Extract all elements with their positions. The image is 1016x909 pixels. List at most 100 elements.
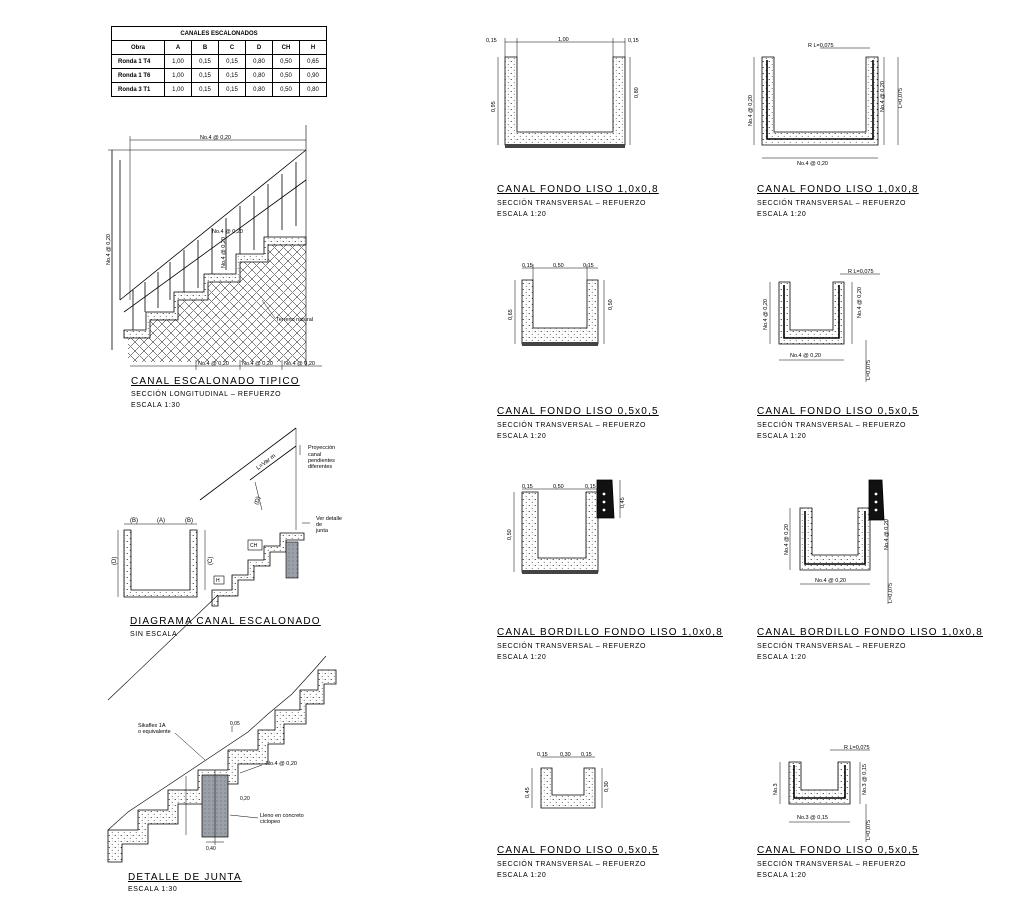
note-label: Ver detalle: [316, 516, 342, 522]
dim-label: 0,15: [581, 752, 592, 758]
dim-label: (C): [208, 557, 214, 565]
dim-label: 0,30: [604, 781, 610, 792]
dim-label: 1,00: [558, 37, 569, 43]
junta-title: DETALLE DE JUNTA: [128, 872, 242, 883]
dim-label: No.4 @ 0,20: [106, 234, 112, 265]
dim-label: 0,15: [486, 38, 497, 44]
dim-label: (B): [185, 518, 193, 524]
dim-label: 0,95: [491, 101, 497, 112]
note-label: Sikaflex 1A: [138, 723, 166, 729]
table-row: Ronda 3 T1 1,00 0,15 0,15 0,80 0,50 0,80: [111, 82, 327, 97]
dim-label: R L=0,075: [844, 745, 870, 751]
dim-label: CH: [250, 543, 258, 549]
dim-label: L=0,075: [888, 583, 894, 603]
section-5-scale: ESCALA 1:20: [497, 654, 547, 661]
dim-label: 0,15: [585, 484, 596, 490]
dim-label: H: [216, 578, 220, 584]
section-8-title: CANAL FONDO LISO 0,5x0,5: [757, 845, 919, 856]
section-7-scale: ESCALA 1:20: [497, 872, 547, 879]
table-cell: 0,80: [299, 82, 327, 97]
dim-label: No.4 @ 0,20: [790, 353, 821, 359]
dim-label: No.4 @ 0,20: [884, 519, 890, 550]
section-3-drawing: [514, 264, 605, 346]
note-label: diferentes: [308, 464, 332, 470]
section-4-subtitle: SECCIÓN TRANSVERSAL – REFUERZO: [757, 422, 907, 429]
dim-label: 0,30: [560, 752, 571, 758]
dim-label: 0,50: [507, 529, 513, 540]
dim-label: (D): [112, 557, 118, 565]
section-2-scale: ESCALA 1:20: [757, 211, 807, 218]
diagrama-drawing: [117, 427, 310, 607]
note-label: Proyección: [308, 445, 335, 451]
note-label: pendientes: [308, 458, 335, 464]
section-6-drawing: [789, 479, 889, 604]
dim-label: (D): [254, 496, 262, 506]
dim-label: No.4 @ 0,20: [815, 578, 846, 584]
dim-label: R L=0,075: [848, 269, 874, 275]
dim-label: 0,20: [240, 796, 250, 802]
section-6-scale: ESCALA 1:20: [757, 654, 807, 661]
dim-label: No.4 @ 0,20: [198, 361, 229, 367]
escalonado-longitudinal-drawing: [108, 125, 322, 370]
section-3-title: CANAL FONDO LISO 0,5x0,5: [497, 406, 659, 417]
section-7-subtitle: SECCIÓN TRANSVERSAL – REFUERZO: [497, 861, 647, 868]
dim-label: No.4 @ 0,20: [242, 361, 273, 367]
section-8-subtitle: SECCIÓN TRANSVERSAL – REFUERZO: [757, 861, 907, 868]
section-1-drawing: [497, 38, 631, 148]
dim-label: No.4 @ 0,20: [797, 161, 828, 167]
note-label: Lleno en concreto: [260, 813, 304, 819]
section-1-scale: ESCALA 1:20: [497, 211, 547, 218]
diagrama-scale: SIN ESCALA: [130, 631, 178, 638]
dim-label: 0,65: [508, 309, 514, 320]
section-5-drawing: [513, 479, 621, 574]
section-2-drawing: [753, 47, 899, 159]
dim-label: R L=0,075: [808, 43, 834, 49]
section-6-title: CANAL BORDILLO FONDO LISO 1,0x0,8: [757, 627, 983, 638]
note-label: canal: [308, 452, 321, 458]
dim-label: 0,15: [522, 263, 533, 269]
note-label: o equivalente: [138, 729, 171, 735]
dim-label: 0,80: [634, 87, 640, 98]
dim-label: 0,15: [628, 38, 639, 44]
section-4-scale: ESCALA 1:20: [757, 433, 807, 440]
escalonado-scale: ESCALA 1:30: [131, 402, 181, 409]
diagrama-title: DIAGRAMA CANAL ESCALONADO: [130, 616, 321, 627]
canales-table: CANALES ESCALONADOS Obra A B C D CH H Ro…: [111, 26, 327, 97]
dim-label: No.4 @ 0,20: [748, 95, 754, 126]
section-1-title: CANAL FONDO LISO 1,0x0,8: [497, 184, 659, 195]
dim-label: 0,50: [553, 263, 564, 269]
dim-label: No.3: [773, 783, 779, 795]
dim-label: 0,15: [537, 752, 548, 758]
dim-label: No.4 @ 0,20: [784, 524, 790, 555]
dim-label: 0,45: [620, 497, 626, 508]
table-header-row: Obra A B C D CH H: [111, 40, 327, 55]
dim-label: 0,05: [230, 721, 240, 727]
escalonado-title: CANAL ESCALONADO TIPICO: [131, 376, 300, 387]
dim-label: No.4 @ 0,20: [212, 229, 243, 235]
dim-label: L=0,075: [898, 88, 904, 108]
note-label: de: [316, 522, 322, 528]
junta-scale: ESCALA 1:30: [128, 886, 178, 893]
dim-label: No.4 @ 0,20: [266, 761, 297, 767]
section-4-title: CANAL FONDO LISO 0,5x0,5: [757, 406, 919, 417]
dim-label: 0,40: [206, 846, 216, 852]
dim-label: No.4 @ 0,20: [221, 237, 227, 268]
section-2-subtitle: SECCIÓN TRANSVERSAL – REFUERZO: [757, 200, 907, 207]
dim-label: 0,15: [583, 263, 594, 269]
dim-label: No.3 @ 0,15: [797, 815, 828, 821]
table-row: Ronda 1 T6 1,00 0,15 0,15 0,80 0,50 0,90: [111, 68, 327, 83]
section-6-subtitle: SECCIÓN TRANSVERSAL – REFUERZO: [757, 643, 907, 650]
section-1-subtitle: SECCIÓN TRANSVERSAL – REFUERZO: [497, 200, 647, 207]
dim-label: 0,15: [522, 484, 533, 490]
dim-label: 0,45: [525, 787, 531, 798]
section-7-title: CANAL FONDO LISO 0,5x0,5: [497, 845, 659, 856]
terreno-label: Terreno natural: [276, 317, 313, 323]
escalonado-subtitle: SECCIÓN LONGITUDINAL – REFUERZO: [131, 391, 282, 398]
dim-label: L=0,075: [866, 360, 872, 380]
note-label: ciclopeo: [260, 819, 280, 825]
dim-label: (B): [130, 518, 138, 524]
dim-label: L=0,075: [866, 820, 872, 840]
section-3-scale: ESCALA 1:20: [497, 433, 547, 440]
dim-label: 0,50: [553, 484, 564, 490]
section-2-title: CANAL FONDO LISO 1,0x0,8: [757, 184, 919, 195]
